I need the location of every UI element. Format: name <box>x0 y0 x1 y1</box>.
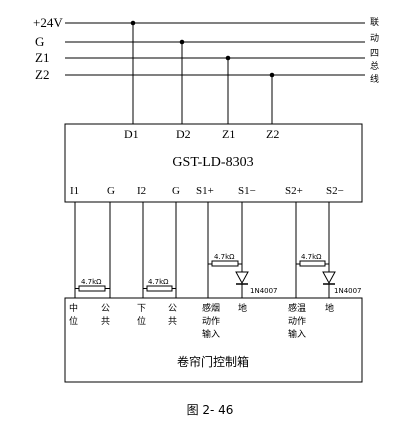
module-terminal-z2: Z2 <box>266 127 279 141</box>
bus-drops <box>132 23 273 124</box>
bus-name-char: 线 <box>370 73 379 85</box>
junction-dot <box>269 72 275 78</box>
module-title: GST-LD-8303 <box>172 155 253 170</box>
bus-name-char: 动 <box>370 33 379 44</box>
controller-terminal-line: 动作 <box>288 315 306 327</box>
controller-terminal-line: 动作 <box>202 315 220 327</box>
diode-label: 1N4007 <box>334 287 362 295</box>
module-terminal-g: G <box>172 185 180 197</box>
diode-s2 <box>322 271 336 285</box>
controller-terminal-line: 感烟 <box>202 302 220 314</box>
module-terminal-i2: I2 <box>137 185 146 197</box>
controller-terminal-line: 地 <box>238 302 247 314</box>
resistor-i2-g <box>146 285 173 292</box>
bus-label-z2: Z2 <box>35 67 49 82</box>
diode-triangle <box>322 271 336 285</box>
bus-name-char: 四 <box>370 49 379 59</box>
module-terminal-s2-plus: S2+ <box>285 185 303 197</box>
resistor-s1 <box>211 260 239 267</box>
bus-name-char: 总 <box>370 60 379 72</box>
controller-terminal-line: 公 <box>168 303 177 314</box>
controller-terminal-line: 地 <box>325 302 334 314</box>
controller-terminal-line: 公 <box>101 303 110 314</box>
module-terminal-d1: D1 <box>124 127 139 141</box>
resistor-label: 4.7kΩ <box>301 253 322 261</box>
bus-name-char: 联 <box>370 17 379 28</box>
controller-terminal-line: 共 <box>168 316 177 327</box>
module-terminal-g: G <box>107 185 115 197</box>
figure-caption: 图 2- 46 <box>187 403 234 417</box>
junction-dots <box>130 20 275 78</box>
connection-wires <box>74 202 330 298</box>
bus-label-24v: +24V <box>33 15 63 30</box>
controller-terminal-line: 输入 <box>202 328 220 340</box>
bus-label-g: G <box>35 34 44 49</box>
controller-terminal-line: 感温 <box>288 302 306 314</box>
controller-title: 卷帘门控制箱 <box>177 354 249 369</box>
controller-terminal-line: 下 <box>137 304 146 314</box>
module-terminal-i1: I1 <box>70 185 79 197</box>
junction-dot <box>130 20 136 26</box>
controller-box <box>64 297 363 383</box>
controller-terminal-line: 共 <box>101 316 110 327</box>
controller-terminal-line: 输入 <box>288 328 306 340</box>
module-terminal-z1: Z1 <box>222 127 235 141</box>
controller-terminal-line: 位 <box>137 315 146 327</box>
resistor-label: 4.7kΩ <box>148 278 169 286</box>
junction-dot <box>225 55 231 61</box>
resistor-label: 4.7kΩ <box>81 278 102 286</box>
diode-label: 1N4007 <box>250 287 278 295</box>
diode-s1 <box>235 271 249 285</box>
controller-terminal-line: 位 <box>69 315 78 327</box>
module-terminal-s1-minus: S1− <box>238 185 256 197</box>
resistors <box>78 260 326 292</box>
resistor-i1-g <box>78 285 106 292</box>
controller-terminal-line: 中 <box>69 302 78 314</box>
module-terminal-d2: D2 <box>176 127 191 141</box>
bus-lines <box>65 22 365 76</box>
diode-triangle <box>235 271 249 285</box>
resistor-s2 <box>299 260 326 267</box>
module-terminal-s2-minus: S2− <box>326 185 344 197</box>
module-terminal-s1-plus: S1+ <box>196 185 214 197</box>
resistor-label: 4.7kΩ <box>214 253 235 261</box>
bus-label-z1: Z1 <box>35 50 49 65</box>
module-box <box>64 123 363 203</box>
junction-dot <box>179 39 185 45</box>
